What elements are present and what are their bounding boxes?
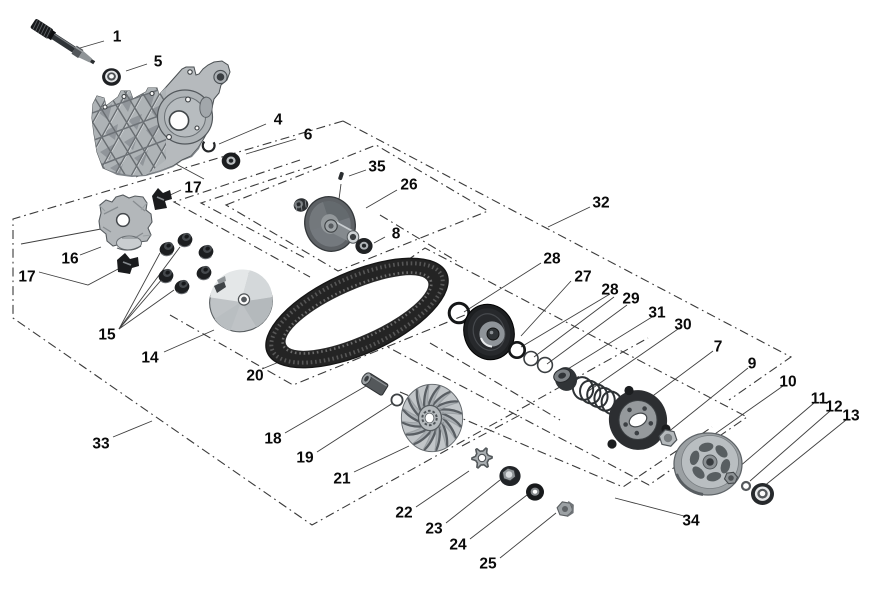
svg-text:18: 18 [264,431,282,448]
svg-text:31: 31 [648,305,666,322]
svg-text:28: 28 [543,251,561,268]
svg-text:21: 21 [333,471,351,488]
svg-text:13: 13 [842,408,860,425]
svg-text:29: 29 [622,291,640,308]
svg-text:23: 23 [425,521,443,538]
svg-text:17: 17 [18,269,35,286]
svg-text:4: 4 [274,112,283,129]
svg-text:33: 33 [92,436,110,453]
svg-text:16: 16 [61,251,79,268]
svg-text:14: 14 [141,350,159,367]
svg-text:26: 26 [400,177,418,194]
svg-text:6: 6 [304,127,313,144]
svg-text:5: 5 [154,54,163,71]
svg-text:9: 9 [748,356,757,373]
svg-text:32: 32 [592,195,609,212]
svg-text:12: 12 [825,399,842,416]
svg-text:15: 15 [98,327,116,344]
svg-text:24: 24 [449,537,467,554]
svg-text:34: 34 [682,513,700,530]
svg-text:35: 35 [368,159,386,176]
svg-text:20: 20 [246,368,263,385]
svg-text:25: 25 [479,556,497,573]
svg-text:17: 17 [184,180,201,197]
svg-text:27: 27 [574,269,591,286]
svg-text:7: 7 [714,339,723,356]
svg-text:8: 8 [392,226,401,243]
svg-text:1: 1 [113,29,122,46]
svg-text:22: 22 [395,505,412,522]
svg-text:19: 19 [296,450,314,467]
svg-text:11: 11 [811,391,828,408]
svg-text:28: 28 [601,282,619,299]
svg-text:30: 30 [674,317,691,334]
svg-text:10: 10 [779,374,796,391]
